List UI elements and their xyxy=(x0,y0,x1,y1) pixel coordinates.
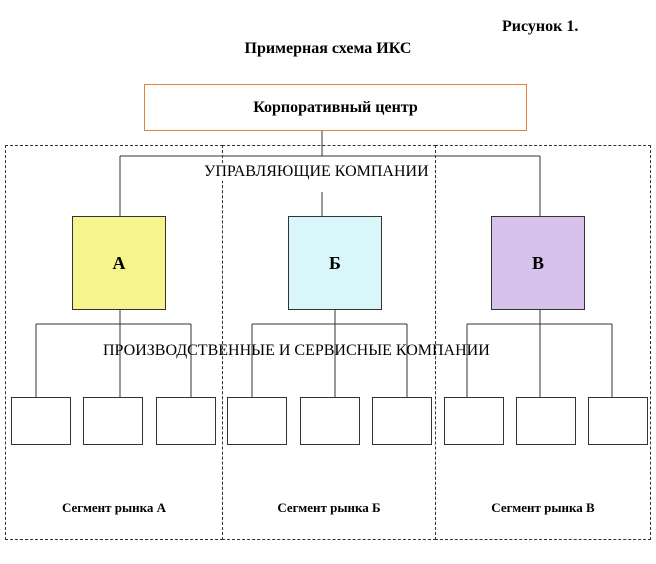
production-company-box xyxy=(444,397,504,445)
figure-label: Рисунок 1. xyxy=(502,18,579,35)
production-company-box xyxy=(156,397,216,445)
management-company-b: Б xyxy=(288,216,382,310)
production-company-box xyxy=(516,397,576,445)
production-tier-label: ПРОИЗВОДСТВЕННЫЕ И СЕРВИСНЫЕ КОМПАНИИ xyxy=(103,342,490,359)
management-company-label: А xyxy=(112,252,126,273)
corporate-center-label: Корпоративный центр xyxy=(253,98,418,116)
segment-label-b: Сегмент рынка Б xyxy=(277,500,381,515)
production-company-box xyxy=(372,397,432,445)
management-company-label: Б xyxy=(329,252,341,273)
segment-border-v xyxy=(435,145,651,540)
segment-label-a: Сегмент рынка А xyxy=(61,500,167,515)
production-company-box xyxy=(83,397,143,445)
segment-label-v: Сегмент рынка В xyxy=(491,500,595,515)
management-company-a: А xyxy=(72,216,166,310)
production-company-box xyxy=(11,397,71,445)
diagram-title: Примерная схема ИКС xyxy=(244,40,412,57)
production-company-box xyxy=(588,397,648,445)
management-company-label: В xyxy=(531,252,544,273)
management-company-v: В xyxy=(491,216,585,310)
production-company-box xyxy=(300,397,360,445)
production-company-box xyxy=(227,397,287,445)
corporate-center-box: Корпоративный центр xyxy=(144,84,527,131)
management-tier-label: УПРАВЛЯЮЩИЕ КОМПАНИИ xyxy=(203,163,430,181)
